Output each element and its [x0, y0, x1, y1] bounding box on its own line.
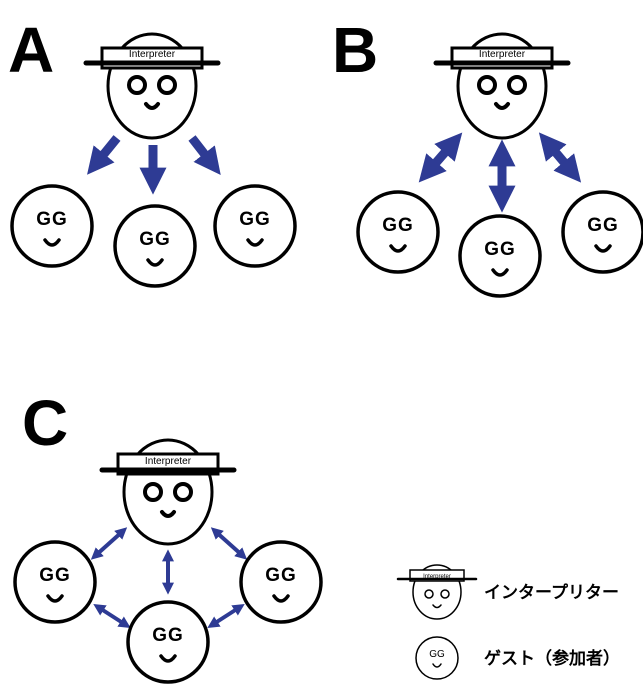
guest-face-c-3: GG — [239, 540, 323, 624]
interpreter-hat-label-b: Interpreter — [479, 49, 526, 60]
arrows-a — [87, 135, 221, 195]
guest-face-b-2: GG — [458, 214, 542, 298]
panel-c: C Interpreter GG GG — [13, 387, 323, 684]
guest-eyes: GG — [587, 215, 619, 236]
interpreter-face-b: Interpreter — [433, 32, 571, 140]
guest-eyes: GG — [39, 565, 71, 586]
guest-eyes: GG — [265, 565, 297, 586]
panel-label-b: B — [332, 14, 378, 86]
guest-face-a-3: GG — [213, 184, 297, 268]
interpreter-face-a: Interpreter — [83, 32, 221, 140]
panel-label-a: A — [8, 14, 54, 86]
guest-eyes: GG — [484, 239, 516, 260]
guest-face-a-1: GG — [10, 184, 94, 268]
guest-face-b-3: GG — [561, 190, 643, 274]
guest-face-c-2: GG — [126, 600, 210, 684]
panel-a: A Interpreter GG GG GG — [8, 14, 297, 288]
panel-b: B Interpreter GG GG GG — [332, 14, 643, 298]
guest-eyes: GG — [139, 229, 171, 250]
arrows-c — [90, 527, 248, 629]
guest-face-a-2: GG — [113, 204, 197, 288]
guest-face-b-1: GG — [356, 190, 440, 274]
arrow-c-guest-left-bottom — [93, 603, 131, 629]
panel-label-c: C — [22, 387, 68, 459]
guest-eyes: GG — [239, 209, 271, 230]
guest-face-c-1: GG — [13, 540, 97, 624]
guest-eyes: GG — [36, 209, 68, 230]
arrow-c-guest-right-bottom — [207, 603, 245, 629]
legend-guest-icon: GG — [415, 636, 459, 680]
arrow-b-right — [538, 132, 582, 183]
legend-interpreter-hat-label: Interpreter — [423, 574, 451, 580]
arrows-b — [418, 132, 582, 213]
arrow-c-interpreter-guest-right — [210, 527, 248, 560]
interpreter-hat-label-c: Interpreter — [145, 456, 192, 467]
legend-interpreter-label: インタープリター — [484, 582, 619, 603]
guest-eyes: GG — [382, 215, 414, 236]
interpreter-hat-label-a: Interpreter — [129, 49, 176, 60]
arrow-a-right — [188, 135, 221, 175]
legend-guest-eyes: GG — [429, 649, 445, 660]
legend-interpreter-icon: Interpreter — [396, 564, 478, 620]
arrow-c-interpreter-guest-left — [90, 527, 128, 560]
arrow-a-left — [87, 135, 121, 175]
legend: Interpreter インタープリター GG ゲスト（参加者） — [396, 564, 620, 680]
guest-eyes: GG — [152, 625, 184, 646]
arrow-b-left — [418, 132, 463, 183]
interpreter-face-c: Interpreter — [99, 438, 237, 546]
legend-guest-label: ゲスト（参加者） — [484, 648, 620, 669]
